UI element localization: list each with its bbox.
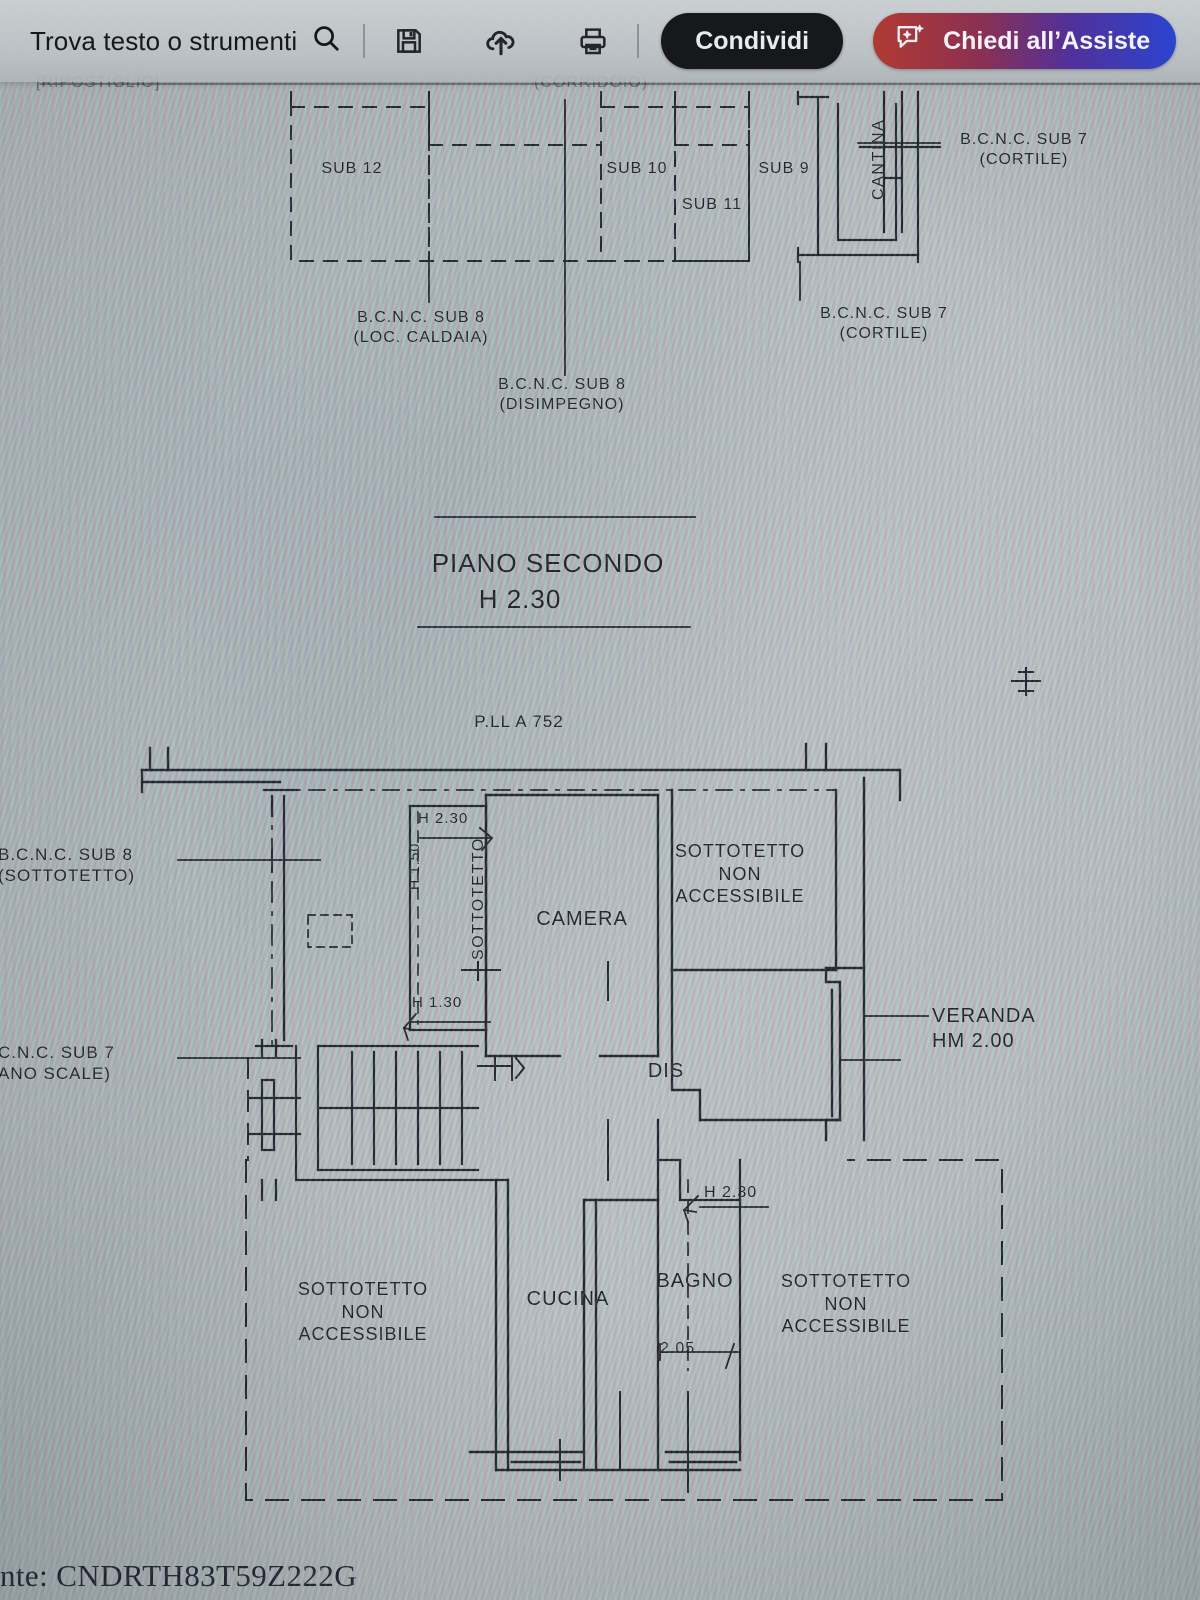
ask-assistant-label: Chiedi all’Assiste (943, 26, 1151, 55)
area-sottotetto-non-accessibile-ne: SOTTOTETTO NON ACCESSIBILE (675, 840, 805, 908)
attic-line-3: ACCESSIBILE (675, 886, 805, 906)
dimension-h230-bagno: H 2.30 (704, 1184, 758, 1201)
pdf-toolbar: Trova testo o strumenti (0, 0, 1200, 82)
search-placeholder-label: Trova testo o strumenti (30, 25, 298, 56)
attic-line-3: ACCESSIBILE (298, 1324, 428, 1344)
room-dis: DIS (647, 1060, 685, 1082)
window-symbols (468, 1450, 742, 1464)
dimension-h150: H 1.50 (406, 842, 422, 890)
annotation-line-2: ANO SCALE) (0, 1064, 111, 1084)
attic-line-2: NON (718, 863, 762, 884)
room-bagno: BAGNO (656, 1270, 734, 1292)
attic-line-3: ACCESSIBILE (781, 1316, 911, 1336)
room-camera: CAMERA (536, 908, 628, 930)
attic-line-2: NON (341, 1301, 385, 1322)
annotation-line-2: (LOC. CALDAIA) (353, 329, 489, 346)
toolbar-divider-2 (637, 24, 640, 58)
annotation-vano-scale-sub7: C.N.C. SUB 7 ANO SCALE) (0, 1042, 115, 1085)
annotation-line-1: C.N.C. SUB 7 (0, 1043, 115, 1062)
label-sub-11: SUB 11 (682, 196, 742, 213)
veranda-line-1: VERANDA (932, 1005, 1036, 1027)
annotation-line-1: B.C.N.C. SUB 8 (0, 845, 133, 864)
dimension-h130: H 1.30 (412, 994, 463, 1011)
ask-assistant-button[interactable]: Chiedi all’Assiste (873, 13, 1177, 69)
label-sottotetto-strip: SOTTOTETTO (470, 837, 487, 960)
staircase (294, 1044, 510, 1182)
page-title-height: H 2.30 (478, 584, 562, 614)
lower-plan-geometry (140, 742, 1003, 1501)
parcel-label: P.LL A 752 (474, 712, 564, 731)
title-rules (417, 516, 696, 628)
page-title: PIANO SECONDO (431, 548, 665, 578)
area-sottotetto-non-accessibile-se: SOTTOTETTO NON ACCESSIBILE (781, 1270, 911, 1338)
attic-line-1: SOTTOTETTO (674, 841, 806, 861)
save-floppy-icon[interactable] (387, 19, 431, 63)
annotation-disimpegno: B.C.N.C. SUB 8 (DISIMPEGNO) (498, 375, 626, 415)
room-cucina: CUCINA (526, 1288, 610, 1310)
toolbar-divider-1 (363, 24, 366, 58)
footer-fiscal-code: nte: CNDRTH83T59Z222G (0, 1558, 357, 1593)
annotation-line-1: B.C.N.C. SUB 7 (820, 305, 948, 322)
annotation-line-1: B.C.N.C. SUB 8 (498, 376, 626, 393)
label-sub-9: SUB 9 (758, 160, 810, 177)
area-veranda: VERANDA HM 2.00 (932, 1004, 1036, 1054)
annotation-line-2: (SOTTOTETTO) (0, 866, 135, 886)
search-icon[interactable] (311, 23, 341, 60)
label-cantina: CANTINA (870, 118, 887, 200)
upper-plan-geometry (39, 83, 1200, 376)
annotation-line-2: (DISIMPEGNO) (499, 396, 625, 413)
cloud-upload-icon[interactable] (479, 19, 523, 63)
veranda-line-2: HM 2.00 (932, 1030, 1015, 1052)
search-field[interactable]: Trova testo o strumenti (30, 23, 341, 60)
annotation-loc-caldaia: B.C.N.C. SUB 8 (LOC. CALDAIA) (354, 308, 489, 348)
label-sub-12: SUB 12 (321, 160, 383, 177)
attic-line-1: SOTTOTETTO (297, 1279, 429, 1299)
share-button-label: Condividi (695, 26, 810, 55)
annotation-line-2: (CORTILE) (839, 325, 929, 342)
ai-chat-sparkle-icon (895, 23, 927, 60)
annotation-cortile-top: B.C.N.C. SUB 7 (CORTILE) (960, 130, 1088, 170)
dimension-205: 2.05 (660, 1340, 696, 1357)
annotation-line-1: B.C.N.C. SUB 7 (960, 131, 1088, 148)
label-sub-10: SUB 10 (606, 160, 668, 177)
annotation-line-1: B.C.N.C. SUB 8 (357, 309, 485, 326)
north-mark (1011, 667, 1041, 696)
annotation-sottotetto-sub8: B.C.N.C. SUB 8 (SOTTOTETTO) (0, 844, 135, 887)
print-icon[interactable] (571, 19, 615, 63)
annotation-cortile-bottom: B.C.N.C. SUB 7 (CORTILE) (820, 304, 948, 344)
dimension-h230-camera: H 2.30 (418, 810, 469, 827)
area-sottotetto-non-accessibile-sw: SOTTOTETTO NON ACCESSIBILE (298, 1278, 428, 1346)
attic-line-2: NON (824, 1293, 868, 1314)
annotation-line-2: (CORTILE) (979, 151, 1069, 168)
share-button[interactable]: Condividi (661, 13, 844, 69)
attic-line-1: SOTTOTETTO (780, 1271, 912, 1291)
